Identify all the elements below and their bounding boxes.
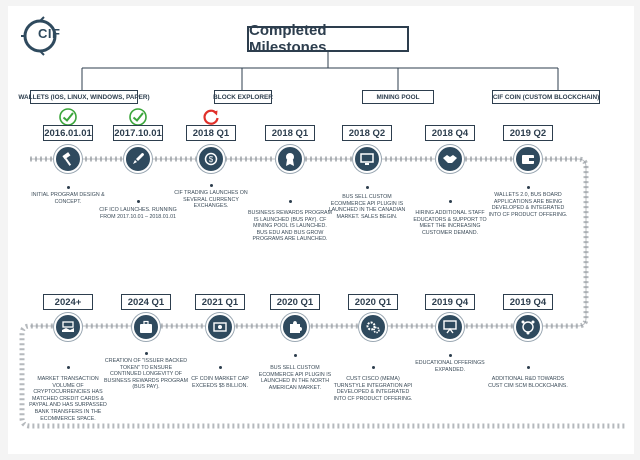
- briefcase-icon: [132, 313, 160, 341]
- milestone-description: BUS SELL CUSTOM ECOMMERCE API PLUGIN IS …: [258, 365, 332, 391]
- global-network-icon: [514, 313, 542, 341]
- logo-text: CIF: [38, 26, 61, 41]
- puzzle-icon: [281, 313, 309, 341]
- category-block-explorer: BLOCK EXPLORER: [213, 90, 273, 104]
- wallet-icon: [514, 145, 542, 173]
- svg-text:$: $: [209, 155, 214, 164]
- milestone-date: 2018 Q1: [265, 125, 315, 141]
- desc-dot: [365, 186, 369, 189]
- milestone-description: ADDITIONAL R&D TOWARDS CUST CIM SCM BLOC…: [488, 376, 568, 389]
- milestone-description: EDUCATIONAL OFFERINGS EXPANDED.: [415, 360, 485, 373]
- desc-dot: [526, 186, 530, 189]
- check-icon: [129, 108, 147, 126]
- milestone-date: 2019 Q4: [425, 294, 475, 310]
- milestone-description: CREATION OF "ISSUER BACKED TOKEN" TO ENS…: [104, 358, 188, 391]
- desc-dot: [218, 366, 222, 369]
- milestone-description: BUS SELL CUSTOM ECOMMERCE API PLUGIN IS …: [328, 194, 406, 220]
- category-wallets: WALLETS (IOS, LINUX, WINDOWS, PAPER): [18, 90, 150, 104]
- category-cif-coin: CIF COIN (CUSTOM BLOCKCHAIN): [492, 90, 600, 104]
- money-cycle-icon: [206, 313, 234, 341]
- milestone-date: 2018 Q4: [425, 125, 475, 141]
- milestone-description: INITIAL PROGRAM DESIGN & CONCEPT.: [31, 192, 105, 205]
- desc-dot: [144, 352, 148, 355]
- milestone-date: 2020 Q1: [270, 294, 320, 310]
- milestone-date: 2018 Q2: [342, 125, 392, 141]
- desc-dot: [448, 200, 452, 203]
- desc-dot: [66, 366, 70, 369]
- gavel-icon: [54, 145, 82, 173]
- desc-dot: [288, 200, 292, 203]
- milestone-date: 2019 Q4: [503, 294, 553, 310]
- dollar-cycle-icon: $: [197, 145, 225, 173]
- milestone-description: CF COIN MARKET CAP EXCEEDS $5 BILLION.: [191, 376, 249, 389]
- page-title: Completed Milestones: [247, 22, 409, 56]
- milestones-sheet: [8, 6, 634, 454]
- desc-dot: [371, 366, 375, 369]
- milestone-description: CIF TRADING LAUNCHES ON SEVERAL CURRENCY…: [174, 190, 248, 210]
- milestone-description: WALLETS 2.0, BUS BOARD APPLICATIONS ARE …: [488, 192, 568, 218]
- desc-dot: [526, 366, 530, 369]
- award-icon: [276, 145, 304, 173]
- rocket-icon: [124, 145, 152, 173]
- check-icon: [59, 108, 77, 126]
- desc-dot: [136, 200, 140, 203]
- monitor-icon: [353, 145, 381, 173]
- handshake-icon: [436, 145, 464, 173]
- desc-dot: [448, 354, 452, 357]
- desc-dot: [66, 186, 70, 189]
- cash-handshake-icon: [54, 313, 82, 341]
- cif-logo-icon: [21, 16, 57, 56]
- milestone-date: 2019 Q2: [503, 125, 553, 141]
- milestone-description: CIF ICO LAUNCHES. RUNNING FROM 2017.10.0…: [99, 207, 177, 220]
- milestone-description: HIRING ADDITIONAL STAFF EDUCATORS & SUPP…: [413, 210, 487, 236]
- milestone-date: 2017.10.01: [113, 125, 163, 141]
- gears-icon: [359, 313, 387, 341]
- desc-dot: [293, 354, 297, 357]
- milestone-date: 2018 Q1: [186, 125, 236, 141]
- milestone-description: MARKET TRANSACTION VOLUME OF CRYPTOCURRE…: [29, 376, 107, 422]
- refresh-icon: [203, 109, 219, 125]
- desc-dot: [209, 184, 213, 187]
- milestone-description: BUSINESS REWARDS PROGRAM IS LAUNCHED (BU…: [248, 210, 332, 243]
- milestone-date: 2016.01.01: [43, 125, 93, 141]
- milestone-description: CUST CISCO (MEMA) TURNSTYLE INTEGRATION …: [333, 376, 413, 402]
- milestone-date: 2020 Q1: [348, 294, 398, 310]
- milestone-date: 2024 Q1: [121, 294, 171, 310]
- category-mining-pool: MINING POOL: [362, 90, 434, 104]
- milestone-date: 2024+: [43, 294, 93, 310]
- presentation-icon: [436, 313, 464, 341]
- milestone-date: 2021 Q1: [195, 294, 245, 310]
